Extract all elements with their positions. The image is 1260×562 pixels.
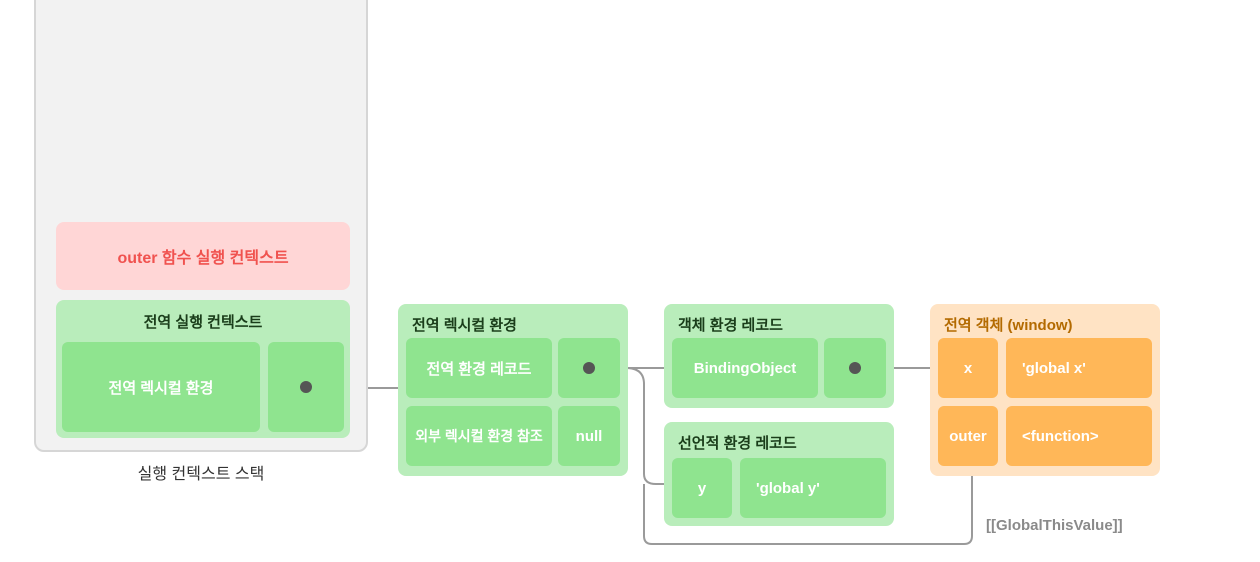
- global-env-record-pointer-cell: [558, 338, 620, 398]
- global-object-value: 'global x': [1022, 359, 1086, 377]
- outer-lexical-env-ref: 외부 렉시컬 환경 참조: [406, 406, 552, 466]
- global-object-key: x: [963, 359, 973, 377]
- global-object-window: 전역 객체 (window) x 'global x' outer <funct…: [930, 304, 1160, 476]
- binding-object-label: BindingObject: [693, 359, 797, 377]
- outer-ref-value-cell: null: [558, 406, 620, 466]
- declarative-environment-record-title: 선언적 환경 레코드: [678, 435, 797, 452]
- declarative-key: y: [697, 479, 707, 497]
- global-env-record: 전역 환경 레코드: [406, 338, 552, 398]
- pointer-dot: [300, 381, 312, 393]
- global-object-title: 전역 객체 (window): [944, 317, 1073, 334]
- pointer-dot: [583, 362, 595, 374]
- global-lexical-environment-title: 전역 렉시컬 환경: [412, 317, 517, 334]
- declarative-value-cell: 'global y': [740, 458, 886, 518]
- global-object-key-cell: outer: [938, 406, 998, 466]
- object-environment-record-title: 객체 환경 레코드: [678, 317, 783, 334]
- declarative-key-cell: y: [672, 458, 732, 518]
- outer-ref-value: null: [575, 427, 603, 445]
- declarative-environment-record: 선언적 환경 레코드 y 'global y': [664, 422, 894, 526]
- declarative-value: 'global y': [756, 479, 820, 497]
- global-lexical-environment: 전역 렉시컬 환경 전역 환경 레코드 외부 렉시컬 환경 참조 null: [398, 304, 628, 476]
- global-execution-context-title: 전역 실행 컨텍스트: [143, 314, 263, 331]
- pointer-dot: [849, 362, 861, 374]
- global-env-record-label: 전역 환경 레코드: [426, 360, 532, 378]
- object-environment-record: 객체 환경 레코드 BindingObject: [664, 304, 894, 408]
- global-object-value-cell: 'global x': [1006, 338, 1152, 398]
- global-context-lexical-env: 전역 렉시컬 환경: [62, 342, 260, 432]
- global-object-value-cell: <function>: [1006, 406, 1152, 466]
- global-this-value-label: [[GlobalThisValue]]: [986, 517, 1123, 534]
- binding-object-pointer-cell: [824, 338, 886, 398]
- global-object-key: outer: [949, 427, 987, 445]
- connector-env-record-to-declarative-record: [625, 367, 664, 485]
- outer-lexical-env-ref-label: 외부 렉시컬 환경 참조: [415, 428, 543, 444]
- outer-function-context-label: outer 함수 실행 컨텍스트: [117, 250, 289, 267]
- stack-caption: 실행 컨텍스트 스택: [137, 466, 265, 483]
- global-execution-context: 전역 실행 컨텍스트 전역 렉시컬 환경: [56, 300, 350, 438]
- global-object-value: <function>: [1022, 427, 1099, 445]
- global-context-pointer-cell: [268, 342, 344, 432]
- outer-function-context: outer 함수 실행 컨텍스트: [56, 222, 350, 290]
- global-object-key-cell: x: [938, 338, 998, 398]
- global-context-lexical-env-label: 전역 렉시컬 환경: [108, 379, 214, 397]
- connector-global-this-value: [643, 476, 973, 545]
- binding-object-cell: BindingObject: [672, 338, 818, 398]
